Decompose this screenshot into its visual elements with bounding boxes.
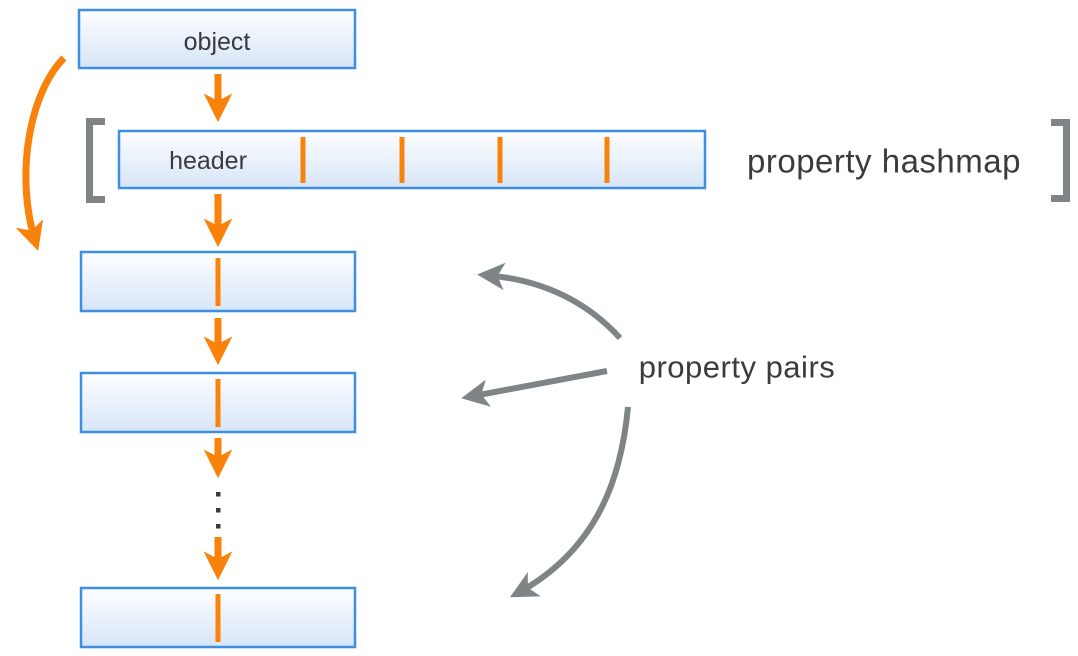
- pairs-pointer-arrow-middle: [461, 368, 608, 407]
- vertical-dots-icon: [216, 492, 221, 529]
- hashmap-annotation: property hashmap: [747, 143, 1021, 180]
- pairs-pointer-arrow-top: [477, 262, 623, 341]
- property-pair-node-1: [79, 250, 357, 313]
- object-box: [77, 8, 357, 70]
- hashmap-bracket-left: [86, 118, 105, 203]
- pairs-pointer-arrow-bottom: [509, 406, 631, 598]
- object-label: object: [184, 28, 251, 56]
- pairs-annotation: property pairs: [639, 350, 836, 385]
- header-label: header: [169, 147, 247, 175]
- object-node: object: [77, 8, 357, 70]
- hashmap-node: header: [117, 129, 707, 190]
- property-pair-node-3: [79, 586, 357, 649]
- property-pair-node-2: [79, 371, 357, 434]
- hashmap-bracket-right: [1051, 119, 1070, 202]
- object-to-pairs-curved-arrow: [15, 55, 67, 251]
